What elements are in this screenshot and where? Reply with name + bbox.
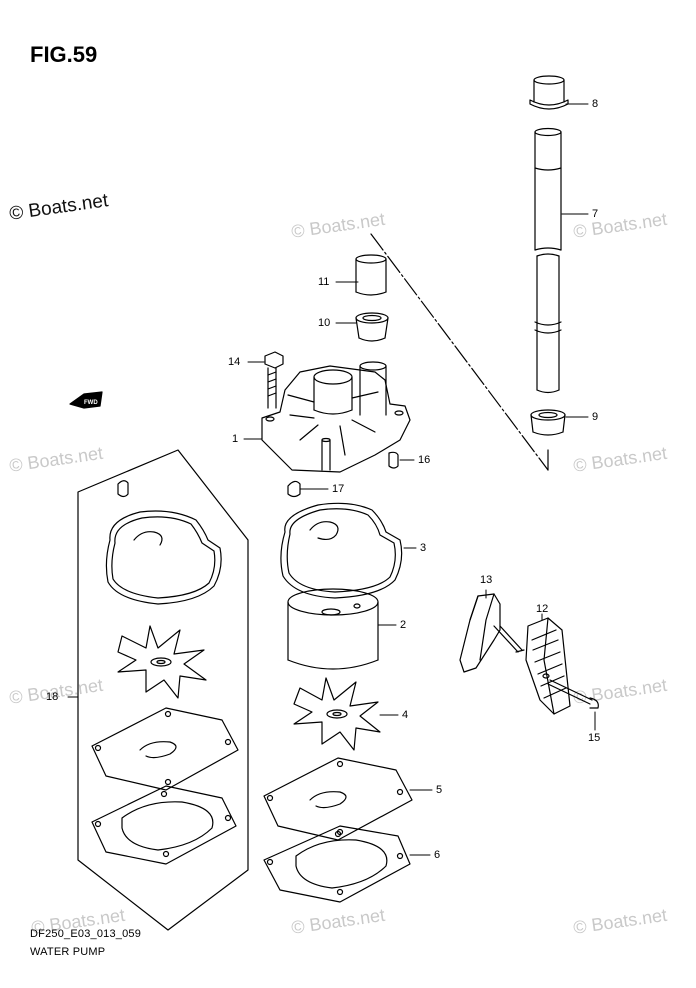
callout-1[interactable]: 1 [232,433,239,445]
callout-8[interactable]: 8 [592,98,599,110]
callout-5[interactable]: 5 [436,784,443,796]
figure-title: FIG.59 [30,42,98,67]
part-8-sleeve[interactable] [529,75,569,110]
kit-impeller [117,625,207,699]
part-4-impeller[interactable] [293,677,381,751]
callout-18[interactable]: 18 [46,691,59,703]
part-14-bolt[interactable] [264,351,284,409]
part-16-pin[interactable] [388,451,399,469]
fwd-label: FWD [84,400,98,406]
part-13-bracket[interactable] [459,593,525,673]
part-18-kit-outline [77,449,249,931]
part-6-gasket[interactable] [263,825,411,903]
kit-plate-gasket [91,785,237,865]
figure-name: WATER PUMP [30,946,106,958]
fwd-arrow-icon [69,391,103,409]
callout-6[interactable]: 6 [434,849,441,861]
part-12-plate[interactable] [525,617,571,715]
callout-4[interactable]: 4 [402,709,409,721]
part-2-liner[interactable] [287,588,379,670]
kit-gasket [105,510,222,605]
part-5-plate[interactable] [263,757,413,841]
part-3-gasket[interactable] [280,502,403,599]
part-9-bushing[interactable] [530,409,566,436]
callout-17[interactable]: 17 [332,483,345,495]
part-17-key[interactable] [287,480,301,498]
callout-13[interactable]: 13 [480,574,493,586]
callout-12[interactable]: 12 [536,603,549,615]
part-10-seal[interactable] [355,312,389,342]
kit-plate [91,707,239,791]
callout-15[interactable]: 15 [588,732,601,744]
callout-7[interactable]: 7 [592,208,599,220]
callout-2[interactable]: 2 [400,619,407,631]
callout-14[interactable]: 14 [228,356,241,368]
figure-code: DF250_E03_013_059 [30,928,142,940]
kit-key [117,480,129,498]
part-7-tube[interactable] [534,127,562,394]
part-1-pump-housing[interactable] [261,361,411,473]
part-11-sleeve[interactable] [355,254,387,296]
callout-3[interactable]: 3 [420,542,427,554]
callout-10[interactable]: 10 [318,317,331,329]
callout-11[interactable]: 11 [318,276,330,288]
callout-16[interactable]: 16 [418,454,431,466]
part-15-screw[interactable] [547,679,599,709]
callout-9[interactable]: 9 [592,411,599,423]
